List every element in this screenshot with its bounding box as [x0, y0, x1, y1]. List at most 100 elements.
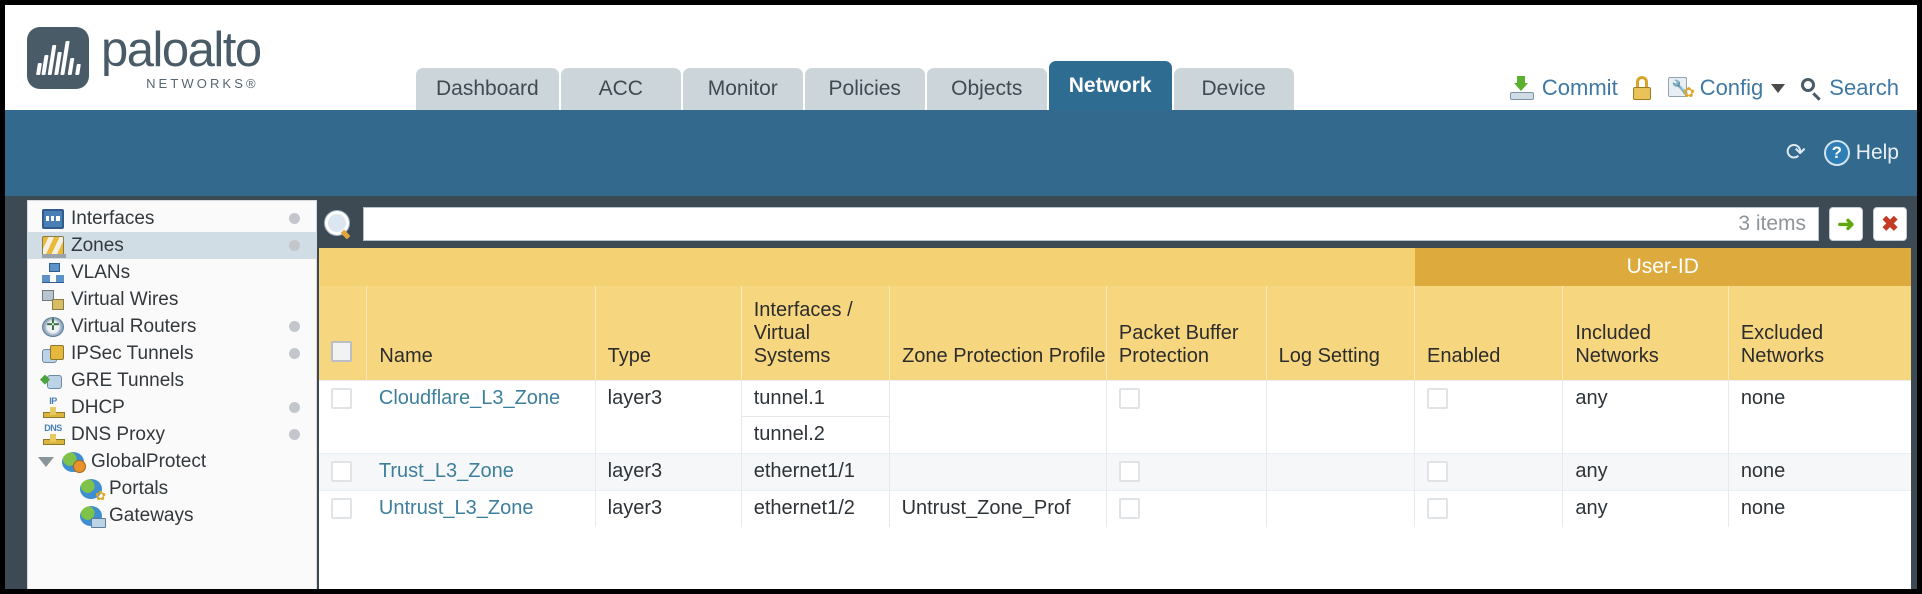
cell-log-setting [1265, 489, 1415, 527]
chevron-down-icon[interactable] [38, 456, 54, 467]
sub-header-band: ⟳ ? Help [5, 110, 1917, 196]
brand-name: paloalto [101, 23, 262, 77]
column-header-zone-protection-profile[interactable]: Zone Protection Profile [889, 286, 1107, 380]
log-setting-value [1279, 491, 1414, 527]
included-networks-value: any [1575, 387, 1608, 409]
virtual-wires-icon [42, 289, 64, 310]
zone-type: layer3 [607, 460, 663, 482]
sidebar-item-label: GlobalProtect [91, 450, 207, 472]
table-group-header-row: User-ID [319, 248, 1911, 286]
cell-interfaces: ethernet1/1 [740, 452, 890, 490]
cell-user-id-enabled [1413, 489, 1563, 527]
user-id-enabled-checkbox[interactable] [1427, 498, 1448, 519]
sidebar-item-zones[interactable]: Zones [28, 232, 316, 259]
table-row[interactable]: Trust_L3_Zone layer3 ethernet1/1 [319, 452, 1911, 490]
zone-name-link[interactable]: Trust_L3_Zone [378, 460, 514, 482]
unlock-icon[interactable] [1632, 76, 1654, 100]
zone-type: layer3 [607, 497, 663, 519]
column-header-included-networks[interactable]: Included Networks [1562, 286, 1729, 380]
cell-user-id-enabled [1413, 379, 1563, 453]
sidebar-item-gateways[interactable]: Gateways [28, 502, 316, 529]
interface-entry: tunnel.2 [742, 416, 890, 453]
refresh-icon[interactable]: ⟳ [1785, 139, 1806, 166]
column-header-packet-buffer-protection[interactable]: Packet Buffer Protection [1105, 286, 1267, 380]
status-dot [289, 240, 300, 251]
globalprotect-icon [62, 451, 86, 473]
sidebar-item-label: IPSec Tunnels [71, 342, 194, 364]
interface-entry: ethernet1/2 [742, 490, 890, 527]
question-circle-icon: ? [1823, 139, 1850, 166]
cell-interfaces: tunnel.1 tunnel.2 [740, 379, 890, 453]
packet-buffer-protection-checkbox[interactable] [1118, 461, 1140, 482]
cell-interfaces: ethernet1/2 [740, 489, 890, 527]
tab-monitor[interactable]: Monitor [682, 68, 803, 110]
column-header-type[interactable]: Type [594, 286, 742, 380]
packet-buffer-protection-checkbox[interactable] [1118, 388, 1140, 409]
chevron-down-icon [1771, 83, 1786, 93]
app-header: paloalto NETWORKS® Dashboard ACC Monitor… [5, 5, 1917, 110]
zone-protection-profile-value [902, 381, 1106, 417]
config-menu[interactable]: 🔧 ✿ Config [1667, 75, 1786, 101]
body-area: Interfaces Zones VLANs Virtual Wires [5, 196, 1917, 589]
sidebar-item-dhcp[interactable]: IP DHCP [28, 394, 316, 421]
band-actions: ⟳ ? Help [1786, 138, 1899, 167]
tab-objects[interactable]: Objects [926, 68, 1047, 110]
dns-icon-badge: DNS [44, 422, 62, 433]
cell-name: Untrust_L3_Zone [366, 489, 596, 527]
user-id-enabled-checkbox[interactable] [1427, 461, 1448, 482]
tab-dashboard[interactable]: Dashboard [416, 68, 559, 110]
commit-label: Commit [1541, 75, 1618, 100]
sidebar-item-portals[interactable]: Portals [28, 475, 316, 504]
cell-zone-protection-profile [889, 379, 1107, 453]
zone-name-link[interactable]: Cloudflare_L3_Zone [378, 387, 561, 409]
table-row[interactable]: Cloudflare_L3_Zone layer3 tunnel.1 tunne… [319, 379, 1911, 453]
table-row[interactable]: Untrust_L3_Zone layer3 ethernet1/2 Untru… [319, 489, 1911, 527]
search-input[interactable]: 3 items [363, 207, 1819, 241]
cell-zone-protection-profile [889, 452, 1107, 490]
sidebar-item-interfaces[interactable]: Interfaces [28, 205, 316, 232]
sidebar-item-virtual-wires[interactable]: Virtual Wires [28, 286, 316, 313]
clear-filter-button[interactable]: ✖ [1873, 207, 1907, 241]
portals-icon [80, 478, 106, 504]
column-header-log-setting[interactable]: Log Setting [1265, 286, 1415, 380]
header-toolbar: Commit 🔧 ✿ Config Search [1509, 75, 1899, 101]
sidebar-item-ipsec-tunnels[interactable]: IPSec Tunnels [28, 340, 316, 367]
apply-filter-button[interactable]: ➜ [1829, 207, 1863, 241]
group-header-user-id: User-ID [1414, 248, 1911, 286]
cell-log-setting [1265, 379, 1415, 453]
packet-buffer-protection-checkbox[interactable] [1118, 498, 1140, 519]
cell-packet-buffer-protection [1105, 452, 1267, 490]
sidebar-item-globalprotect[interactable]: GlobalProtect [28, 448, 316, 475]
search-label: Search [1829, 75, 1899, 100]
sidebar-item-dns-proxy[interactable]: DNS DNS Proxy [28, 421, 316, 448]
tab-network[interactable]: Network [1048, 61, 1172, 110]
row-checkbox[interactable] [331, 498, 352, 519]
sidebar-item-virtual-routers[interactable]: Virtual Routers [28, 313, 316, 340]
search-button[interactable]: Search [1799, 75, 1899, 101]
cell-included-networks: any [1562, 379, 1729, 453]
column-header-enabled[interactable]: Enabled [1413, 286, 1563, 380]
sidebar-item-label: Virtual Wires [71, 288, 179, 310]
row-select-cell [319, 489, 367, 527]
sidebar-item-vlans[interactable]: VLANs [28, 259, 316, 286]
paloalto-logo-icon [27, 27, 89, 89]
user-id-enabled-checkbox[interactable] [1427, 388, 1448, 409]
cell-type: layer3 [594, 452, 742, 490]
search-icon[interactable] [323, 209, 353, 239]
magnifier-icon [1799, 76, 1823, 101]
row-checkbox[interactable] [331, 461, 352, 482]
sidebar-item-gre-tunnels[interactable]: GRE Tunnels [28, 367, 316, 394]
column-header-name[interactable]: Name [366, 286, 596, 380]
commit-button[interactable]: Commit [1509, 75, 1618, 101]
column-header-interfaces[interactable]: Interfaces / Virtual Systems [740, 286, 890, 380]
zone-protection-profile-value [902, 454, 1106, 490]
row-checkbox[interactable] [331, 388, 352, 409]
sidebar-item-label: Interfaces [71, 207, 155, 229]
tab-acc[interactable]: ACC [560, 68, 681, 110]
column-header-excluded-networks[interactable]: Excluded Networks [1727, 286, 1911, 380]
tab-policies[interactable]: Policies [804, 68, 925, 110]
tab-device[interactable]: Device [1173, 68, 1294, 110]
select-all-checkbox[interactable] [331, 340, 352, 362]
help-button[interactable]: ? Help [1823, 139, 1899, 166]
zone-name-link[interactable]: Untrust_L3_Zone [378, 497, 534, 519]
